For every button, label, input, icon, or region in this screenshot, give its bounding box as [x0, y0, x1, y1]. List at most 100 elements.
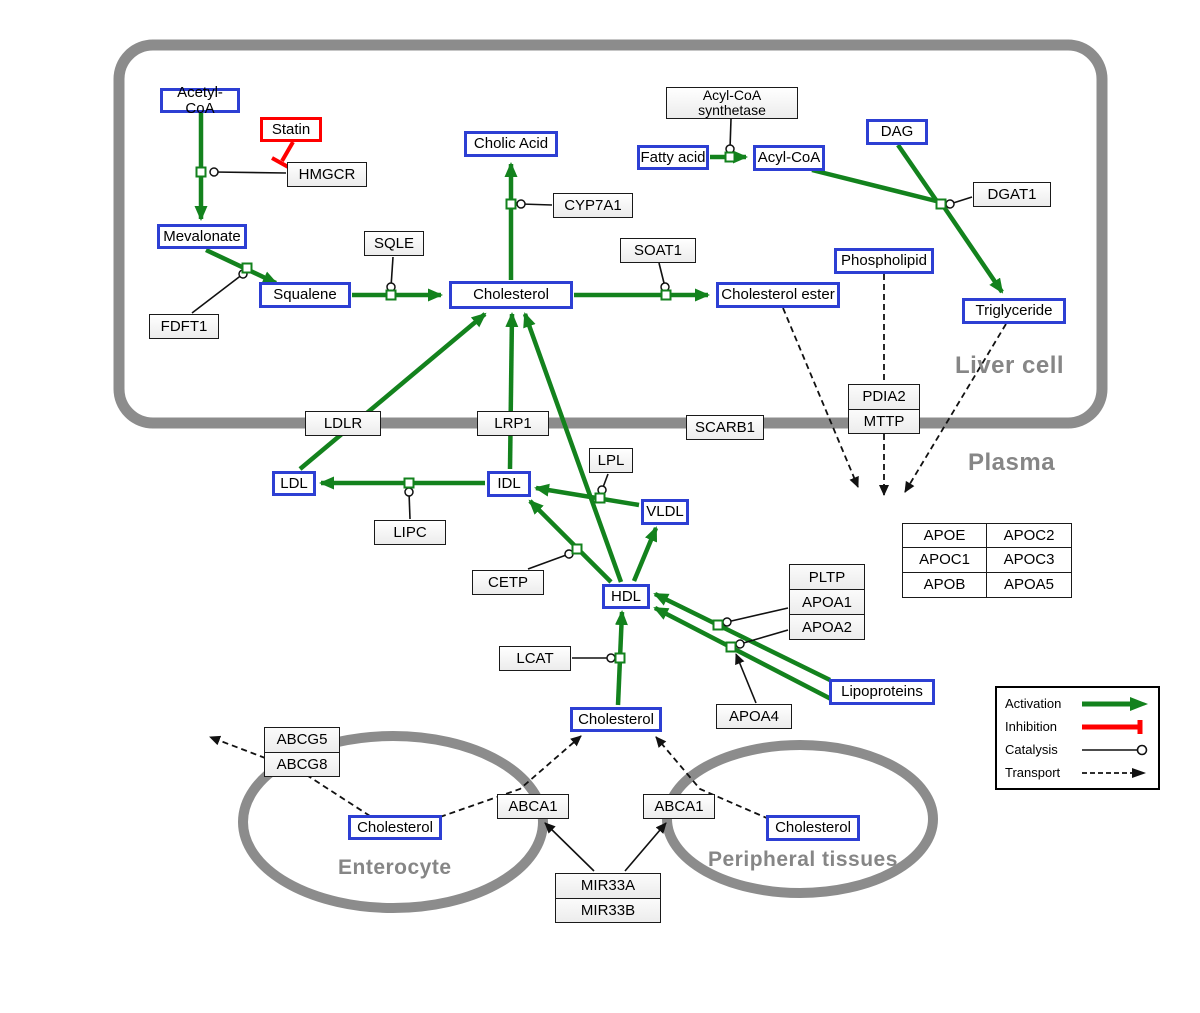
node-cetp[interactable]: CETP [472, 570, 544, 595]
node-apoc1[interactable]: APOC1 [903, 548, 987, 573]
node-pltp[interactable]: PLTP [790, 565, 864, 589]
stack-abcg5-abcg8: ABCG5 ABCG8 [264, 727, 340, 777]
reaction-node [385, 289, 397, 301]
node-hdl[interactable]: HDL [602, 584, 650, 609]
node-apoa1[interactable]: APOA1 [790, 589, 864, 614]
liver-cell-label: Liver cell [955, 352, 1065, 379]
node-cholesterol-enterocyte[interactable]: Cholesterol [348, 815, 442, 840]
node-apoe[interactable]: APOE [903, 524, 987, 549]
node-apoa5[interactable]: APOA5 [1003, 576, 1055, 594]
node-soat1[interactable]: SOAT1 [620, 238, 696, 263]
catalysis-apoa2 [735, 629, 789, 649]
edge-hdl-to-cholesterol [522, 312, 624, 583]
transport-dashed-arrow-icon [1082, 767, 1146, 778]
arrow-mir33-to-abca1-left [544, 822, 595, 872]
edge-ldl-to-cholesterol-via-ldlr [298, 312, 487, 471]
stack-pdia2-mttp: PDIA2 MTTP [848, 384, 920, 434]
acyl-coa-synthetase-line2: synthetase [698, 102, 766, 118]
node-lipoproteins[interactable]: Lipoproteins [829, 679, 935, 705]
node-fatty-acid[interactable]: Fatty acid [637, 145, 709, 170]
edge-hdl-to-idl-via-cetp [528, 499, 613, 584]
stack-mir33a-mir33b: MIR33A MIR33B [555, 873, 661, 923]
node-lipc[interactable]: LIPC [374, 520, 446, 545]
node-cholesterol-peripheral[interactable]: Cholesterol [766, 815, 860, 841]
apolipoprotein-table: APOE APOC2 APOC1 APOC3 APOB APOA5 [902, 523, 1072, 598]
legend-inhibition-label: Inhibition [1005, 719, 1058, 734]
legend-row-inhibition: Inhibition [1005, 716, 1150, 738]
catalysis-sqle [386, 256, 396, 292]
reaction-node [935, 198, 947, 210]
node-idl[interactable]: IDL [487, 471, 531, 497]
node-apoa4[interactable]: APOA4 [716, 704, 792, 729]
node-cyp7a1[interactable]: CYP7A1 [553, 193, 633, 218]
node-lcat[interactable]: LCAT [499, 646, 571, 671]
catalysis-cyp7a1 [516, 199, 553, 209]
node-abcg5[interactable]: ABCG5 [265, 728, 339, 752]
edge-idl-to-cholesterol-via-lrp1 [505, 312, 519, 470]
node-pdia2[interactable]: PDIA2 [849, 385, 919, 409]
node-apoc2[interactable]: APOC2 [987, 524, 1071, 549]
node-acetyl-coa[interactable]: Acetyl-CoA [160, 84, 240, 116]
legend-transport-label: Transport [1005, 765, 1061, 780]
catalysis-acylcoa-synthetase [725, 118, 735, 154]
node-cholesterol-ester[interactable]: Cholesterol ester [716, 282, 840, 308]
legend-row-catalysis: Catalysis [1005, 739, 1150, 761]
reaction-node [660, 289, 672, 301]
transport-enterocyte-cholesterol-to-plasma [439, 735, 582, 818]
node-mir33a[interactable]: MIR33A [556, 874, 660, 898]
legend-row-transport: Transport [1005, 762, 1150, 784]
arrow-mir33-to-abca1-right [624, 822, 667, 872]
catalysis-hmgcr [209, 167, 287, 177]
edge-dag-to-dgat1-junction [896, 143, 938, 202]
node-mir33b[interactable]: MIR33B [556, 897, 660, 922]
node-hmgcr[interactable]: HMGCR [287, 162, 367, 187]
node-dgat1[interactable]: DGAT1 [973, 182, 1051, 207]
node-ldl[interactable]: LDL [272, 471, 316, 496]
node-lrp1[interactable]: LRP1 [477, 411, 549, 436]
legend-activation-label: Activation [1005, 696, 1062, 711]
node-squalene[interactable]: Squalene [259, 282, 351, 308]
node-abca1-enterocyte[interactable]: ABCA1 [497, 794, 569, 819]
node-mttp[interactable]: MTTP [849, 408, 919, 433]
peripheral-tissues-membrane [662, 740, 938, 898]
node-apob[interactable]: APOB [903, 572, 987, 597]
catalysis-cetp [527, 549, 574, 570]
inhibition-tee-icon [1082, 719, 1143, 734]
reaction-node [712, 619, 724, 631]
node-statin[interactable]: Statin [260, 117, 322, 142]
node-fdft1[interactable]: FDFT1 [149, 314, 219, 339]
reaction-node [724, 151, 736, 163]
transport-cholesterolester-to-plasma [782, 307, 859, 488]
legend: Activation Inhibition Catalysis Transpor… [995, 686, 1160, 790]
reaction-node [614, 652, 626, 664]
node-cholesterol-liver[interactable]: Cholesterol [449, 281, 573, 309]
edge-hdl-to-vldl [631, 526, 659, 582]
node-dag[interactable]: DAG [866, 119, 928, 145]
node-mevalonate[interactable]: Mevalonate [157, 224, 247, 249]
edge-vldl-to-idl [534, 483, 640, 508]
reaction-node [505, 198, 517, 210]
node-phospholipid[interactable]: Phospholipid [834, 248, 934, 274]
legend-catalysis-label: Catalysis [1005, 742, 1058, 757]
inhibition-statin-line [280, 140, 295, 163]
node-cholesterol-plasma[interactable]: Cholesterol [570, 707, 662, 732]
node-scarb1[interactable]: SCARB1 [686, 415, 764, 440]
node-acyl-coa[interactable]: Acyl-CoA [753, 145, 825, 171]
node-apoc3[interactable]: APOC3 [987, 548, 1071, 573]
node-ldlr[interactable]: LDLR [305, 411, 381, 436]
enterocyte-label: Enterocyte [338, 856, 452, 879]
reaction-node [571, 543, 583, 555]
node-apoa2[interactable]: APOA2 [790, 614, 864, 639]
reaction-node [725, 641, 737, 653]
node-lpl[interactable]: LPL [589, 448, 633, 473]
node-abcg8[interactable]: ABCG8 [265, 751, 339, 776]
node-acyl-coa-synthetase[interactable]: Acyl-CoA synthetase [666, 87, 798, 119]
node-vldl[interactable]: VLDL [641, 499, 689, 525]
node-sqle[interactable]: SQLE [364, 231, 424, 256]
node-cholic-acid[interactable]: Cholic Acid [464, 131, 558, 157]
node-triglyceride[interactable]: Triglyceride [962, 298, 1066, 324]
stack-pltp-apoa1-apoa2: PLTP APOA1 APOA2 [789, 564, 865, 640]
node-abca1-peripheral[interactable]: ABCA1 [643, 794, 715, 819]
reaction-node [403, 477, 415, 489]
acyl-coa-synthetase-line1: Acyl-CoA [702, 87, 762, 103]
